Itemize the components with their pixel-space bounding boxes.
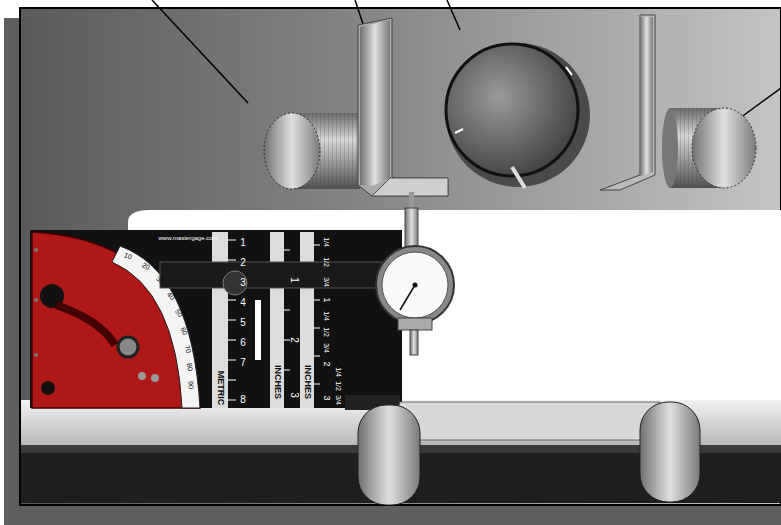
scale-number: 1 xyxy=(240,238,246,248)
scale-title: INCHES xyxy=(303,365,312,399)
scale-number: 1/4 xyxy=(323,237,330,247)
scale-number: 7 xyxy=(240,358,246,368)
website-text: www.mastergage.com xyxy=(158,235,217,241)
scale-number: 6 xyxy=(240,338,246,348)
scale-number: 3 xyxy=(240,278,246,288)
scale-title: METRIC xyxy=(216,371,225,406)
scale-number: 1 xyxy=(289,277,299,283)
scale-number: 3/4 xyxy=(335,395,342,405)
scale-number: 1/4 xyxy=(335,367,342,377)
angle-number: 80 xyxy=(186,363,194,372)
scale-number: 2 xyxy=(240,258,246,268)
scale-number: 8 xyxy=(240,395,246,405)
scale-number: 3/4 xyxy=(323,277,330,287)
scale-number: 1/4 xyxy=(323,311,330,321)
scale-number: 2 xyxy=(289,337,299,343)
scale-number: 1 xyxy=(322,297,331,302)
scale-number: 4 xyxy=(240,298,246,308)
scale-number: 2 xyxy=(322,361,331,366)
scale-number: 3 xyxy=(289,392,299,398)
scale-number: 1/2 xyxy=(335,381,342,391)
scale-number: 1/2 xyxy=(323,257,330,267)
scale-number: 3/4 xyxy=(323,343,330,353)
scale-number: 5 xyxy=(240,318,246,328)
scale-number: 3 xyxy=(322,395,331,400)
angle-number: 90 xyxy=(187,381,195,389)
scale-number: 1/2 xyxy=(323,327,330,337)
scale-title: INCHES xyxy=(273,365,282,399)
